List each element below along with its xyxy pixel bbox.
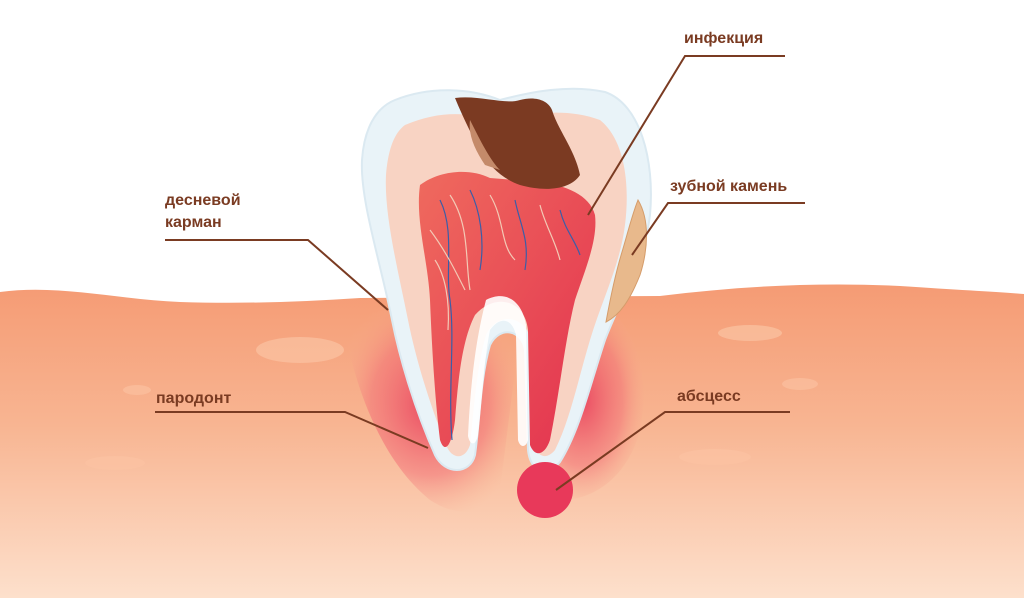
caries-infection xyxy=(455,97,580,189)
leader-line-calculus xyxy=(631,202,805,256)
label-periodontium: пародонт xyxy=(156,388,231,410)
caries-edge xyxy=(469,120,500,170)
dental-calculus xyxy=(605,198,647,323)
label-periodontium-text: пародонт xyxy=(156,390,232,407)
label-gum-pocket-line2: карман xyxy=(165,214,222,231)
gum-tissue xyxy=(0,284,1024,598)
label-abscess-text: абсцесс xyxy=(677,388,741,405)
label-infection: инфекция xyxy=(684,28,763,50)
leader-line-infection xyxy=(587,55,785,216)
gum-spot xyxy=(256,337,344,363)
label-abscess: абсцесс xyxy=(677,386,741,408)
leader-line-gum-pocket xyxy=(165,239,389,311)
tooth-pulp xyxy=(418,171,596,454)
leader-lines xyxy=(155,55,805,491)
gum-spot xyxy=(782,378,818,390)
label-calculus: зубной камень xyxy=(670,176,787,198)
gum-spot xyxy=(85,456,145,470)
leader-line-periodontium xyxy=(155,411,429,449)
label-gum-pocket-line1: десневой xyxy=(165,192,241,209)
abscess xyxy=(517,462,573,518)
root-canal-inner xyxy=(468,296,528,446)
label-infection-text: инфекция xyxy=(684,30,764,47)
pulp-vessels xyxy=(429,189,581,441)
label-gum-pocket: десневой карман xyxy=(165,190,241,234)
leader-line-abscess xyxy=(555,411,790,491)
gum-spot xyxy=(718,325,782,341)
gum-spot xyxy=(679,449,751,465)
label-calculus-text: зубной камень xyxy=(670,178,788,195)
gum-spot xyxy=(123,385,151,395)
